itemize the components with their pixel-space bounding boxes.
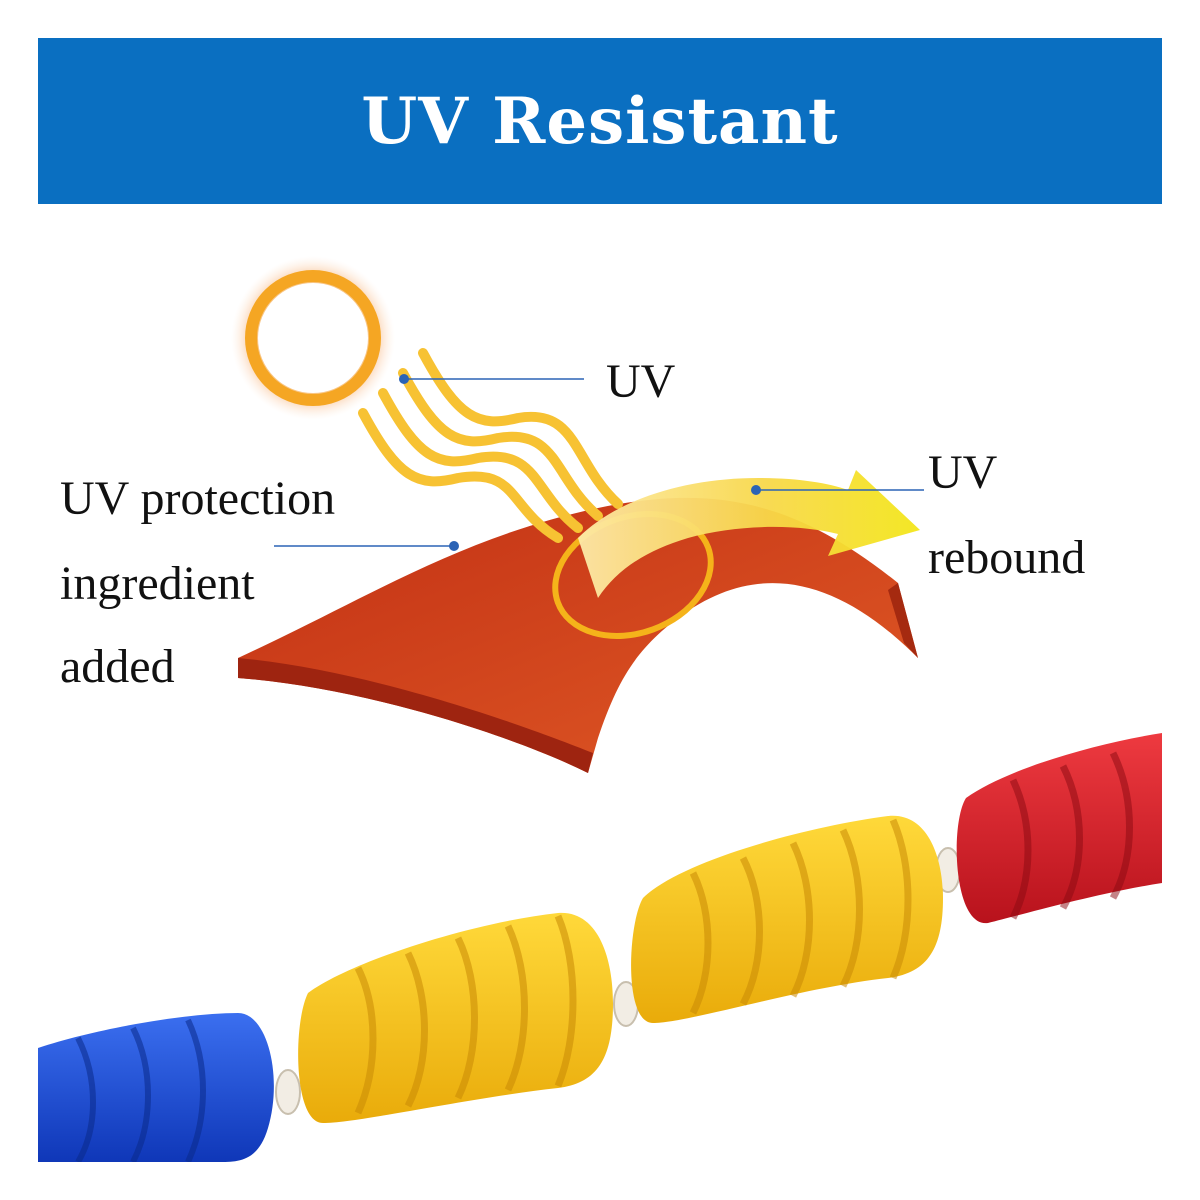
sun-icon xyxy=(231,256,395,420)
uv-label: UV xyxy=(606,355,676,408)
header-banner: UV Resistant xyxy=(38,38,1162,204)
protection-label-line2: ingredient xyxy=(60,557,255,610)
float-blue xyxy=(38,1013,274,1162)
uv-rebound-label-line2: rebound xyxy=(928,531,1086,584)
page-title: UV Resistant xyxy=(361,83,839,159)
protection-label-line1: UV protection xyxy=(60,472,336,525)
leader-lines xyxy=(274,378,924,547)
protection-label-line3: added xyxy=(60,640,175,693)
buoy-line xyxy=(38,733,1162,1162)
uv-rays xyxy=(358,348,623,543)
protective-sheet xyxy=(238,497,918,773)
float-yellow-2 xyxy=(631,815,943,1023)
rebound-arrow xyxy=(578,470,920,598)
image-frame: UV Resistant xyxy=(38,38,1162,1162)
leader-dots xyxy=(399,374,761,551)
uv-rebound-label-line1: UV xyxy=(928,446,998,499)
uv-diagram xyxy=(38,256,1162,1162)
float-yellow-1 xyxy=(298,912,613,1123)
float-red xyxy=(956,733,1162,924)
